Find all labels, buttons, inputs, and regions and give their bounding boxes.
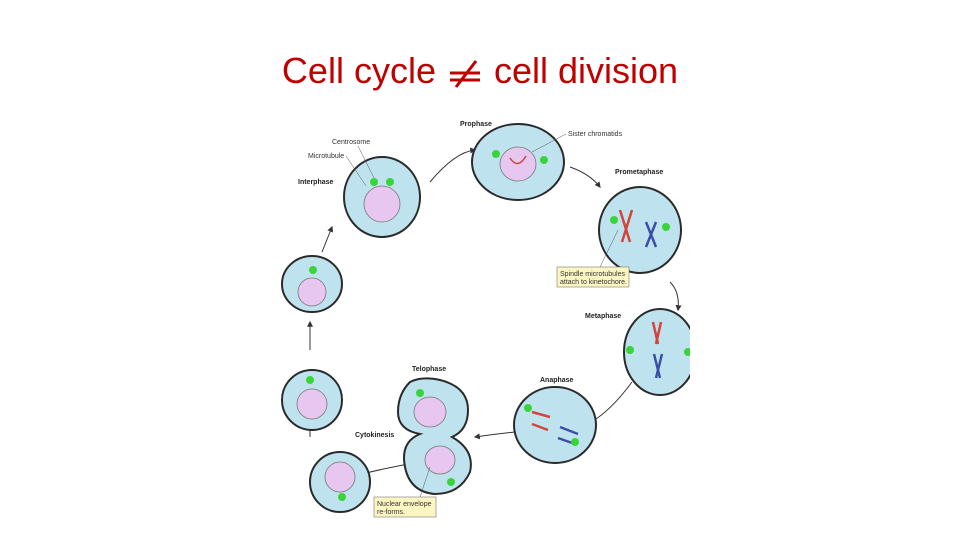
arrow-interphase-to-prophase: [429, 147, 477, 183]
slide-title: Cell cycle cell division: [0, 50, 960, 92]
centrosome-icon: [370, 178, 378, 186]
label-cytokinesis: Cytokinesis: [355, 432, 394, 439]
spindle-note: Spindle microtubules attach to kinetocho…: [556, 229, 630, 288]
label-interphase: Interphase: [298, 179, 334, 186]
spindle-note-line2: attach to kinetochore.: [560, 279, 627, 286]
arrow-to-interphase: [321, 225, 334, 253]
centrosome-icon: [540, 156, 548, 164]
label-microtubule: Microtubule: [308, 153, 344, 160]
centrosome-icon: [386, 178, 394, 186]
cycle-arrows: [307, 147, 682, 476]
title-cell-cycle: Cell cycle: [281, 50, 436, 91]
cell-cycle-diagram: Prophase Sister chromatids Centrosome Mi…: [281, 121, 690, 518]
envelope-note-line1: Nuclear envelope: [377, 501, 432, 508]
cell-interphase: [343, 156, 421, 238]
cell-telophase: [396, 377, 472, 496]
label-sister-chromatids: Sister chromatids: [568, 131, 623, 138]
envelope-note: Nuclear envelope re-forms.: [373, 466, 437, 518]
cell-daughter-middle: [281, 369, 343, 431]
label-centrosome: Centrosome: [332, 139, 370, 146]
envelope-note-line2: re-forms.: [377, 509, 405, 516]
centrosome-icon: [626, 346, 634, 354]
label-anaphase: Anaphase: [540, 377, 574, 384]
arrow-prophase-to-prometaphase: [569, 166, 601, 188]
cell-prometaphase: [598, 186, 682, 274]
centrosome-icon: [306, 376, 314, 384]
cell-metaphase: [623, 308, 690, 396]
label-metaphase: Metaphase: [585, 313, 621, 320]
cell-prophase: [471, 123, 565, 201]
centrosome-icon: [524, 404, 532, 412]
centrosome-icon: [492, 150, 500, 158]
label-telophase: Telophase: [412, 366, 446, 373]
cell-daughter-top: [281, 255, 343, 313]
centrosome-icon: [416, 389, 424, 397]
centrosome-icon: [447, 478, 455, 486]
arrow-anaphase-to-telophase: [473, 431, 516, 440]
centrosome-icon: [662, 223, 670, 231]
label-prophase: Prophase: [460, 121, 492, 128]
centrosome-icon: [684, 348, 690, 356]
label-prometaphase: Prometaphase: [615, 169, 663, 176]
centrosome-icon: [309, 266, 317, 274]
not-equal-icon: [446, 55, 484, 91]
spindle-note-line1: Spindle microtubules: [560, 271, 625, 278]
centrosome-icon: [338, 493, 346, 501]
centrosome-icon: [610, 216, 618, 224]
arrow-prometaphase-to-metaphase: [669, 281, 682, 312]
centrosome-icon: [571, 438, 579, 446]
title-cell-division: cell division: [494, 50, 679, 91]
cell-daughter-bottom: [309, 451, 371, 513]
cell-anaphase: [513, 386, 597, 464]
